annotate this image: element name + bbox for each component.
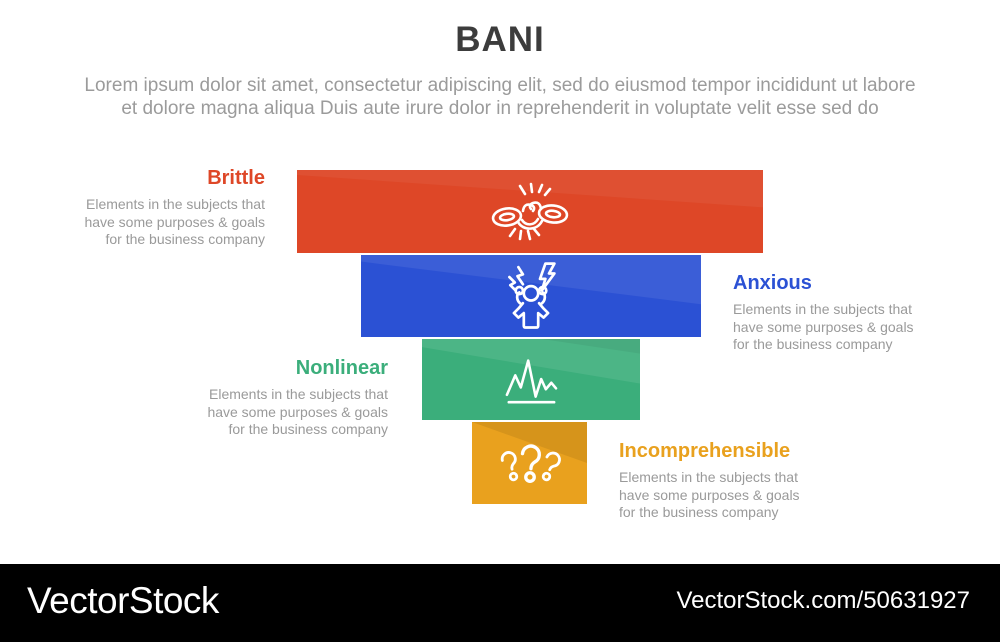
stage-description-incomprehensible: Elements in the subjects that have some … [619, 469, 800, 520]
watermark-bar: VectorStock VectorStock.com/50631927 [0, 564, 1000, 642]
stage-label-nonlinear: Nonlinear Elements in the subjects that … [158, 357, 388, 439]
stage-description-nonlinear: Elements in the subjects that have some … [207, 386, 388, 437]
stage-label-brittle: Brittle Elements in the subjects that ha… [35, 167, 265, 249]
page-subtitle: Lorem ipsum dolor sit amet, consectetur … [50, 74, 950, 120]
stage-block-brittle [297, 170, 763, 253]
stage-title-brittle: Brittle [207, 167, 265, 189]
vectorstock-url: VectorStock.com/50631927 [676, 587, 970, 614]
stage-label-anxious: Anxious Elements in the subjects that ha… [733, 272, 973, 354]
vectorstock-logo: VectorStock [27, 580, 219, 621]
stage-description-brittle: Elements in the subjects that have some … [84, 196, 265, 247]
broken-chain-icon [491, 182, 569, 240]
stage-block-incomprehensible [472, 422, 587, 504]
stage-block-anxious [361, 255, 701, 337]
page-title: BANI [455, 20, 545, 59]
stage-title-nonlinear: Nonlinear [295, 357, 388, 379]
stage-description-anxious: Elements in the subjects that have some … [733, 301, 914, 352]
stage-block-nonlinear [422, 339, 640, 420]
waveform-icon [505, 358, 558, 403]
anxious-head-icon [508, 262, 556, 329]
subtitle-line-1: Lorem ipsum dolor sit amet, consectetur … [84, 75, 916, 96]
stage-title-anxious: Anxious [733, 272, 812, 294]
stage-label-incomprehensible: Incomprehensible Elements in the subject… [619, 440, 869, 522]
subtitle-line-2: et dolore magna aliqua Duis aute irure d… [121, 98, 879, 119]
stage-title-incomprehensible: Incomprehensible [619, 440, 791, 462]
question-marks-icon [500, 444, 561, 483]
